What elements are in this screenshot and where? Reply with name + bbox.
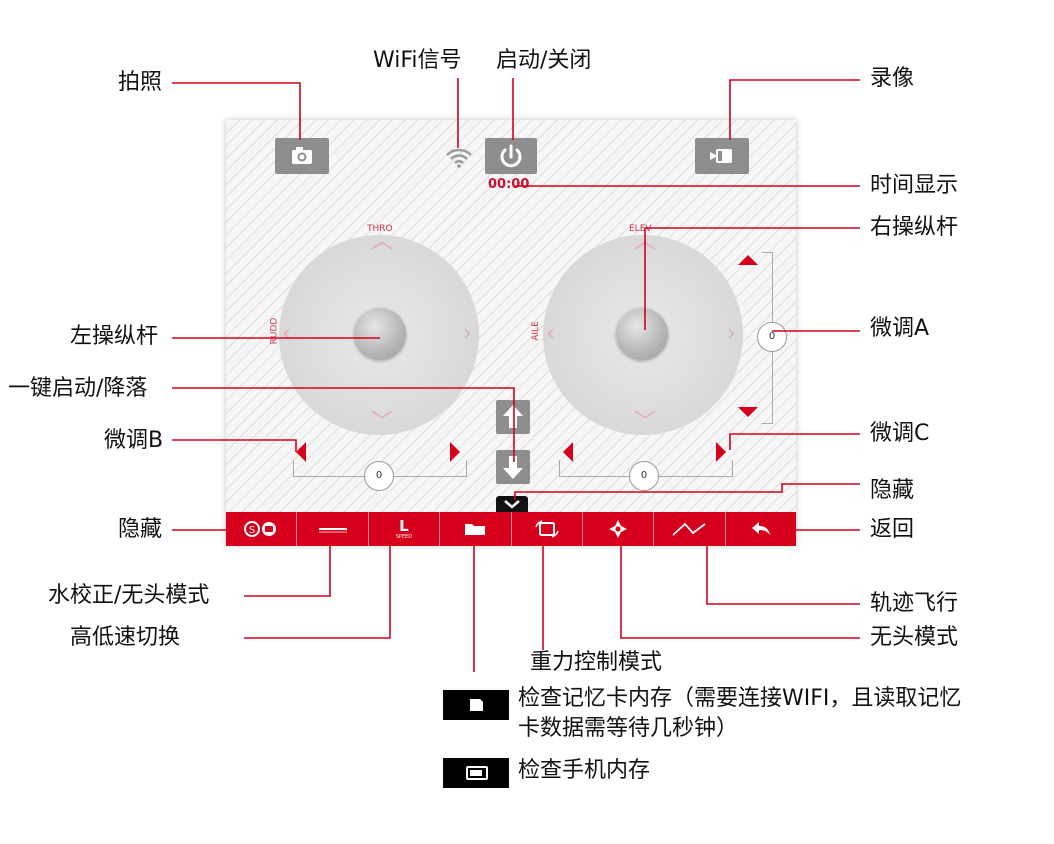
landing-button[interactable] bbox=[496, 450, 530, 484]
label-right-stick: 右操纵杆 bbox=[870, 215, 959, 240]
left-joystick-knob[interactable] bbox=[354, 308, 406, 360]
label-check-phone: 检查手机内存 bbox=[518, 758, 651, 783]
hide-tab-button[interactable] bbox=[496, 496, 528, 512]
elevator-label: ELEV bbox=[629, 224, 652, 234]
label-trim-b: 微调B bbox=[104, 428, 164, 453]
folder-icon bbox=[465, 524, 486, 535]
trim-b-right-icon[interactable] bbox=[450, 442, 460, 462]
right-down-chevron-icon: ﹀ bbox=[634, 410, 657, 435]
trim-c-left-icon[interactable] bbox=[563, 442, 573, 462]
wifi-icon bbox=[446, 148, 472, 168]
label-check-card-1: 检查记忆卡内存（需要连接WIFI，且读取记忆 bbox=[518, 686, 962, 711]
label-headless-mode: 无头模式 bbox=[870, 625, 959, 650]
left-left-chevron-icon: ‹ bbox=[282, 321, 291, 346]
memory-card-button[interactable] bbox=[440, 512, 512, 546]
label-one-key: 一键启动/降落 bbox=[8, 376, 148, 401]
label-track-flight: 轨迹飞行 bbox=[870, 591, 959, 616]
level-calibrate-button[interactable] bbox=[297, 512, 369, 546]
left-down-chevron-icon: ﹀ bbox=[371, 410, 394, 435]
memory-card-icon bbox=[470, 699, 483, 711]
back-arrow-icon bbox=[751, 522, 770, 535]
label-trim-a: 微调A bbox=[870, 316, 930, 341]
label-check-card-2: 卡数据需等待几秒钟） bbox=[518, 716, 739, 741]
headless-icon bbox=[609, 520, 628, 538]
label-left-stick: 左操纵杆 bbox=[70, 324, 159, 349]
video-camera-icon bbox=[710, 149, 732, 163]
power-icon bbox=[500, 144, 522, 168]
back-button[interactable] bbox=[726, 512, 796, 546]
svg-text:S: S bbox=[249, 525, 255, 536]
trim-b-left-icon[interactable] bbox=[296, 442, 306, 462]
speed-sub-label: SPEED bbox=[395, 534, 413, 540]
track-flight-button[interactable] bbox=[654, 512, 726, 546]
hide-bar-button[interactable]: S bbox=[226, 512, 298, 546]
legend-card-icon-box bbox=[443, 690, 509, 720]
timer-text: 00:00 bbox=[488, 177, 530, 192]
headless-mode-button[interactable] bbox=[583, 512, 655, 546]
right-joystick-knob[interactable] bbox=[616, 308, 668, 360]
speed-icon: L bbox=[399, 517, 409, 535]
bottom-toolbar: S L SPEED bbox=[226, 512, 796, 546]
legend-phone-icon-box bbox=[443, 758, 509, 788]
camera-icon bbox=[292, 147, 312, 164]
arrow-down-icon bbox=[503, 456, 523, 479]
arrow-up-icon bbox=[503, 405, 523, 428]
level-line-icon bbox=[318, 528, 347, 533]
trim-b-knob[interactable]: 0 bbox=[364, 461, 394, 491]
right-right-chevron-icon: › bbox=[727, 321, 736, 346]
trim-a-down-icon[interactable] bbox=[738, 407, 758, 417]
rotate-icon bbox=[534, 520, 559, 538]
left-up-chevron-icon: ︿ bbox=[371, 229, 394, 254]
label-time-display: 时间显示 bbox=[870, 173, 959, 198]
power-button[interactable] bbox=[485, 138, 537, 174]
left-right-chevron-icon: › bbox=[463, 321, 472, 346]
label-trim-c: 微调C bbox=[870, 421, 930, 446]
label-hide-right: 隐藏 bbox=[870, 478, 915, 503]
label-level-headless: 水校正/无头模式 bbox=[48, 583, 210, 608]
trim-a-up-icon[interactable] bbox=[738, 255, 758, 265]
speed-switch-button[interactable]: L SPEED bbox=[369, 512, 441, 546]
phone-memory-icon bbox=[466, 766, 488, 780]
label-hide-left: 隐藏 bbox=[118, 517, 163, 542]
switch-icon: S bbox=[244, 521, 277, 537]
track-icon bbox=[672, 522, 706, 536]
label-back: 返回 bbox=[870, 517, 915, 542]
right-left-chevron-icon: ‹ bbox=[546, 321, 555, 346]
record-button[interactable] bbox=[695, 138, 749, 174]
throttle-label: THRO bbox=[367, 224, 393, 234]
trim-c-knob[interactable]: 0 bbox=[629, 461, 659, 491]
takeoff-button[interactable] bbox=[496, 400, 530, 434]
label-power: 启动/关闭 bbox=[496, 48, 592, 73]
app-screen: 00:00 THRO ︿ ﹀ ‹ › RUDD ELEV ︿ ﹀ ‹ › AIL… bbox=[226, 120, 796, 545]
label-record: 录像 bbox=[870, 66, 915, 91]
photo-button[interactable] bbox=[275, 138, 329, 174]
label-wifi: WiFi信号 bbox=[373, 48, 462, 73]
label-speed-switch: 高低速切换 bbox=[70, 625, 181, 650]
chevron-down-icon bbox=[504, 500, 520, 509]
label-photo: 拍照 bbox=[118, 70, 163, 95]
trim-a-knob[interactable]: 0 bbox=[757, 322, 787, 352]
trim-c-right-icon[interactable] bbox=[716, 442, 726, 462]
label-gravity-mode: 重力控制模式 bbox=[530, 650, 663, 675]
gravity-mode-button[interactable] bbox=[512, 512, 583, 546]
